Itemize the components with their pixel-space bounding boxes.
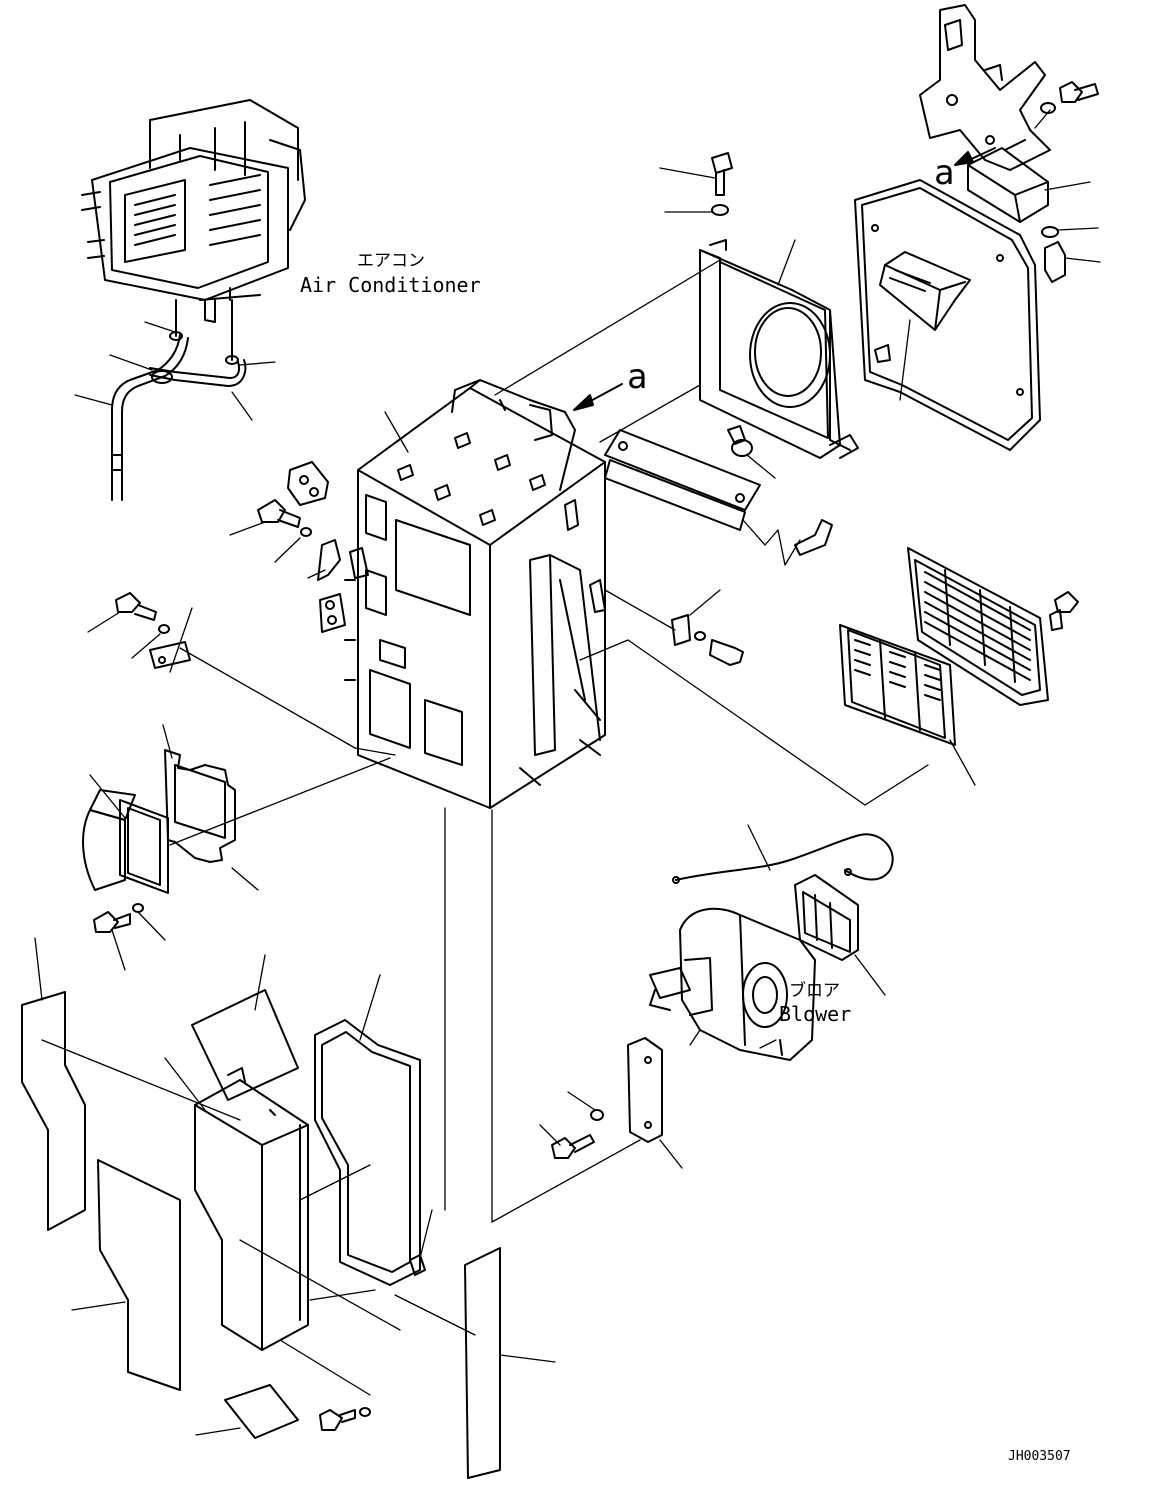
left-grommets (287, 461, 346, 633)
air-conditioner-en-label: Air Conditioner (300, 273, 481, 297)
view-arrow-a-center (573, 383, 623, 411)
air-conditioner-jp-label: エアコン (357, 251, 425, 271)
rail-bolt (794, 519, 833, 556)
rear-cover-panel (854, 179, 1041, 451)
shroud-frame (699, 239, 859, 459)
view-arrow-a-top (954, 147, 996, 166)
blower-harness (672, 833, 894, 884)
blower-assembly (649, 907, 816, 1061)
duct-leaders (89, 724, 391, 891)
view-marker-a-top: a (934, 153, 954, 193)
grille-bolt (1049, 591, 1079, 631)
lower-panel-leaders (34, 807, 641, 1436)
blower-leaders (539, 824, 886, 1169)
filter-panel (839, 624, 956, 746)
left-bolt-leaders (87, 521, 396, 756)
duct-with-gasket (82, 749, 236, 894)
bracket-top-leaders (1034, 109, 1101, 263)
duct-bolts (93, 903, 144, 933)
right-connector (671, 614, 744, 666)
blower-bracket (627, 1037, 663, 1143)
view-marker-a-center: a (627, 357, 647, 397)
grille-assembly (907, 547, 1049, 706)
blower-jp-label: ブロア (789, 980, 840, 1001)
rear-panel-leaders (899, 319, 911, 401)
small-bracket-top (967, 147, 1066, 283)
duct-bolt-leaders (111, 911, 166, 971)
blower-resistor (794, 874, 859, 961)
shroud-bolt (711, 152, 753, 457)
air-conditioner-unit (81, 99, 306, 323)
blower-en-label: Blower (779, 1002, 851, 1026)
drawing-number: JH003507 (1008, 1449, 1071, 1464)
main-box-frame (344, 379, 606, 809)
lower-duct-panels (21, 989, 501, 1479)
shroud-leaders (494, 167, 796, 479)
ac-hose-assembly (111, 299, 247, 501)
connector-leaders (579, 589, 929, 806)
filter-leaders (949, 739, 976, 786)
bracket-rail (604, 429, 761, 531)
main-frame-leaders (384, 411, 409, 453)
ac-leaders (74, 321, 276, 421)
rail-leaders (742, 519, 801, 566)
mounting-bracket-top (919, 4, 1099, 171)
blower-bolts (551, 1109, 604, 1159)
left-bolts (115, 499, 369, 669)
